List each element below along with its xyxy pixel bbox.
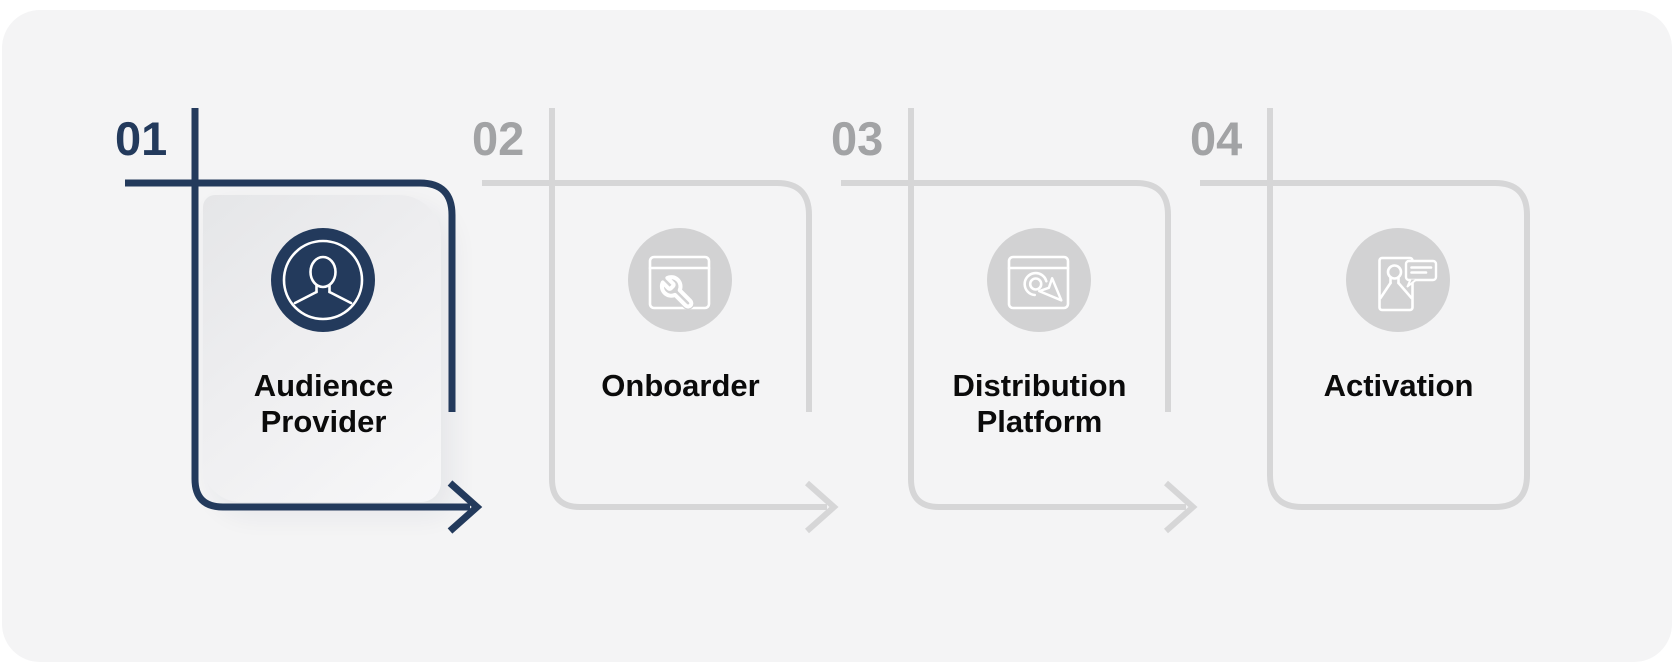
- step-icon-circle: [628, 228, 732, 332]
- step-bracket-box: [1200, 108, 1530, 510]
- step-bracket-arrow: [125, 108, 483, 534]
- id-card-chat-icon: [1378, 256, 1438, 312]
- step-04-activation: 04 Activation: [1180, 100, 1600, 570]
- step-number: 01: [115, 112, 168, 165]
- browser-wrench-icon: [648, 255, 711, 310]
- step-icon-circle: [271, 228, 375, 332]
- step-number: 02: [472, 112, 525, 165]
- user-avatar-icon: [282, 239, 364, 321]
- step-bracket-arrow: [841, 108, 1198, 534]
- browser-cursor-icon: [1007, 255, 1070, 310]
- step-number: 03: [831, 112, 884, 165]
- step-number: 04: [1190, 112, 1243, 165]
- step-01-audience-provider: 01 Audience Provider: [105, 100, 525, 570]
- step-icon-circle: [987, 228, 1091, 332]
- step-icon-circle: [1346, 228, 1450, 332]
- step-label: Onboarder: [601, 368, 760, 403]
- step-label: Audience Provider: [253, 368, 394, 439]
- step-label: Activation: [1323, 368, 1474, 403]
- step-03-distribution-platform: 03 Distribution Platform: [821, 100, 1241, 570]
- step-label: Distribution Platform: [952, 368, 1127, 439]
- step-02-onboarder: 02 Onboarder: [462, 100, 882, 570]
- step-bracket-arrow: [482, 108, 839, 534]
